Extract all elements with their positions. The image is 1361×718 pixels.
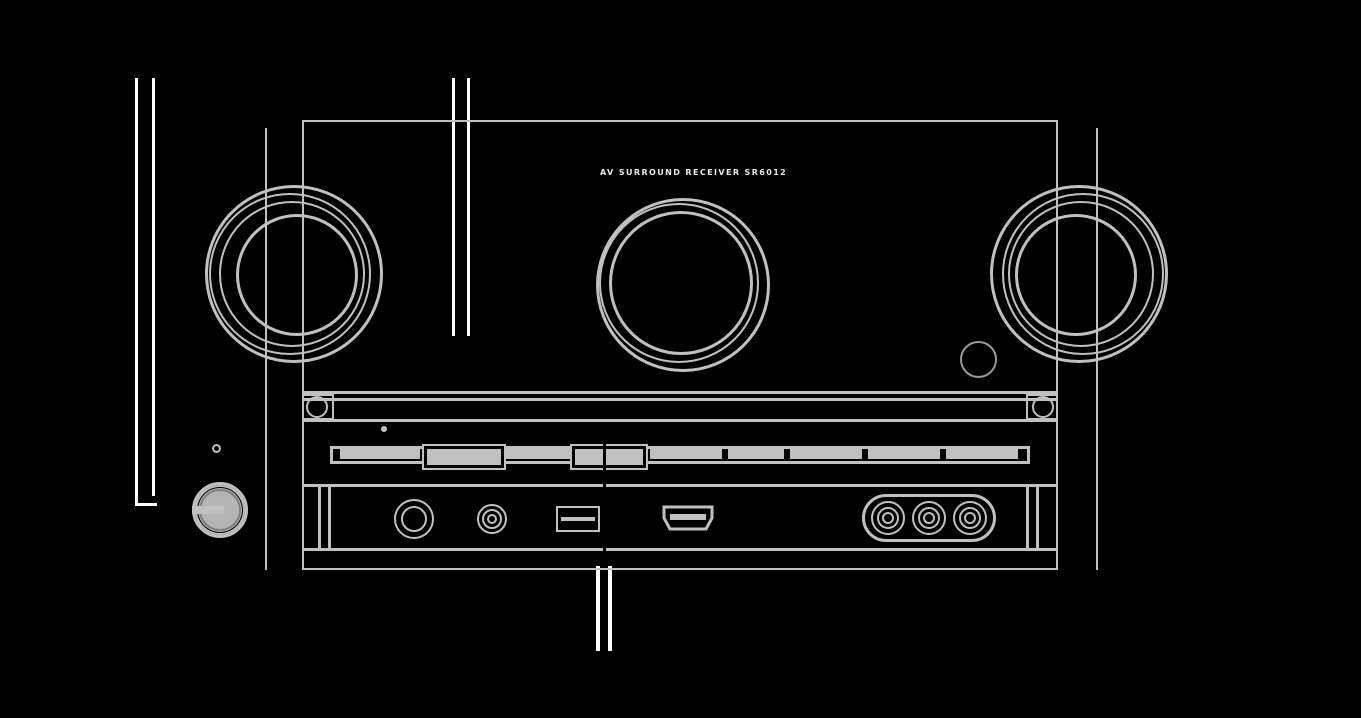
display-left-indicator-circle xyxy=(306,396,328,418)
rca-mid-ring xyxy=(918,507,940,529)
master-ring-inner xyxy=(1015,214,1137,336)
rca-outer-ring xyxy=(912,501,946,535)
volume-ring-2 xyxy=(599,203,759,363)
hdmi-port[interactable] xyxy=(662,505,714,532)
button-strip-left-cap xyxy=(330,446,333,464)
usb-port-shell xyxy=(556,506,600,532)
knob-ring-3 xyxy=(219,201,365,347)
hdmi-port-icon xyxy=(662,505,714,531)
display-status-dot xyxy=(381,426,387,432)
connector-panel-divider-left-a xyxy=(318,487,321,548)
audio-right-jack[interactable] xyxy=(953,501,987,535)
headphone-jack[interactable] xyxy=(394,499,434,539)
knob-ring-2 xyxy=(209,193,371,355)
callout-top-mid-outer xyxy=(452,78,455,336)
usb-port-tongue xyxy=(561,517,595,521)
button-strip-rail-top xyxy=(330,446,1030,449)
function-button-highlighted[interactable] xyxy=(422,444,506,470)
knob-ring-inner xyxy=(236,214,358,336)
connector-panel-divider-left-b xyxy=(328,487,331,548)
connector-panel-divider-right-a xyxy=(1026,487,1029,548)
model-name-text: AV SURROUND RECEIVER SR6012 xyxy=(600,168,788,177)
display-left-indicator xyxy=(302,394,334,420)
master-ring-2 xyxy=(1002,193,1164,355)
headphone-jack-inner-ring xyxy=(401,506,427,532)
function-button-highlighted[interactable] xyxy=(570,444,648,470)
rca-cluster-shell xyxy=(862,494,996,542)
power-button-stem xyxy=(192,506,224,514)
setup-mic-jack[interactable] xyxy=(477,504,507,534)
function-button[interactable] xyxy=(868,449,940,459)
callout-top-mid-inner xyxy=(467,78,470,336)
display-right-indicator-circle xyxy=(1032,396,1054,418)
connector-panel-divider-right-b xyxy=(1036,487,1039,548)
rca-outer-ring xyxy=(871,501,905,535)
remote-control-sensor xyxy=(960,341,997,378)
mic-jack-mid-ring xyxy=(482,509,502,529)
function-button[interactable] xyxy=(728,449,784,459)
display-right-indicator xyxy=(1026,394,1058,420)
display-frame-top xyxy=(302,391,1058,394)
callout-bottom-right xyxy=(608,566,612,651)
knob-ring-outer xyxy=(205,185,383,363)
display-frame-bottom xyxy=(302,419,1058,422)
master-volume-knob[interactable] xyxy=(988,183,1170,365)
input-selector-knob[interactable] xyxy=(203,183,385,365)
callout-display-stem xyxy=(603,440,606,568)
callout-left-elbow xyxy=(135,503,157,506)
chassis-top-edge xyxy=(302,120,1058,122)
master-ring-outer xyxy=(990,185,1168,363)
function-button[interactable] xyxy=(340,449,420,459)
button-strip-rail-bottom xyxy=(330,461,1030,464)
audio-left-jack[interactable] xyxy=(912,501,946,535)
callout-top-left-inner xyxy=(152,78,155,496)
rca-mid-ring xyxy=(877,507,899,529)
connector-panel-top-edge xyxy=(302,484,1058,487)
function-button[interactable] xyxy=(790,449,862,459)
mic-jack-inner-ring xyxy=(487,514,497,524)
power-indicator-led xyxy=(212,444,221,453)
volume-ring-inner xyxy=(609,211,753,355)
rca-inner-ring xyxy=(964,512,976,524)
rca-inner-ring xyxy=(882,512,894,524)
rca-jack-cluster xyxy=(862,494,996,542)
button-strip-right-cap xyxy=(1027,446,1030,464)
mic-jack-outer-ring xyxy=(477,504,507,534)
callout-top-left-outer xyxy=(135,78,138,506)
chassis-bottom-edge xyxy=(302,568,1058,570)
display-frame-top2 xyxy=(302,398,1058,401)
headphone-jack-outer-ring xyxy=(394,499,434,539)
composite-video-jack[interactable] xyxy=(871,501,905,535)
volume-ring-outer xyxy=(596,198,770,372)
rca-outer-ring xyxy=(953,501,987,535)
connector-panel-bottom-edge xyxy=(302,548,1058,551)
rca-mid-ring xyxy=(959,507,981,529)
function-button[interactable] xyxy=(946,449,1018,459)
rca-inner-ring xyxy=(923,512,935,524)
usb-port[interactable] xyxy=(556,506,600,532)
master-ring-3 xyxy=(1008,201,1154,347)
function-button[interactable] xyxy=(506,449,570,459)
callout-bottom-left xyxy=(596,566,600,651)
volume-knob[interactable] xyxy=(594,196,772,374)
function-button[interactable] xyxy=(650,449,722,459)
